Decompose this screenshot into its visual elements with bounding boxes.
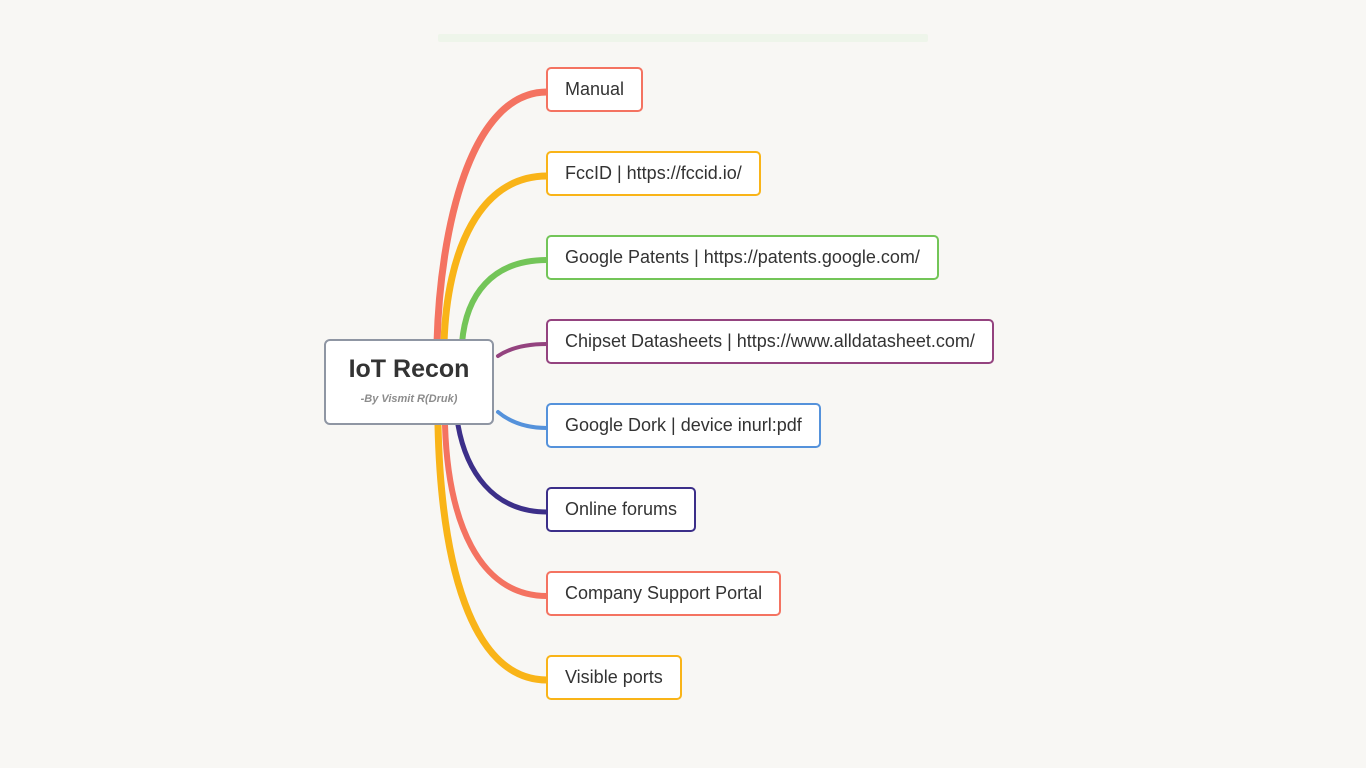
branch-node-google-patents[interactable]: Google Patents | https://patents.google.… — [546, 235, 939, 280]
root-topic-subtitle: -By Vismit R(Druk) — [360, 393, 458, 405]
connector-google-dork — [496, 410, 549, 430]
branch-node-fccid[interactable]: FccID | https://fccid.io/ — [546, 151, 761, 196]
connector-company-support-portal — [442, 422, 550, 599]
root-topic-title: IoT Recon — [348, 355, 470, 383]
connector-manual — [433, 88, 551, 347]
top-strip — [438, 34, 928, 42]
branch-node-online-forums[interactable]: Online forums — [546, 487, 697, 532]
connector-chipset-datasheets — [496, 342, 549, 358]
connector-google-patents — [459, 257, 550, 346]
branch-node-google-dork[interactable]: Google Dork | device inurl:pdf — [546, 403, 821, 448]
connector-fccid — [440, 172, 551, 347]
root-topic[interactable]: IoT Recon -By Vismit R(Druk) — [324, 339, 494, 425]
branch-node-visible-ports[interactable]: Visible ports — [546, 655, 682, 700]
branch-node-company-support-portal[interactable]: Company Support Portal — [546, 571, 782, 616]
branch-node-manual[interactable]: Manual — [546, 67, 644, 112]
connector-online-forums — [455, 422, 550, 515]
branch-node-chipset-datasheets[interactable]: Chipset Datasheets | https://www.alldata… — [546, 319, 994, 364]
connector-visible-ports — [434, 421, 551, 684]
